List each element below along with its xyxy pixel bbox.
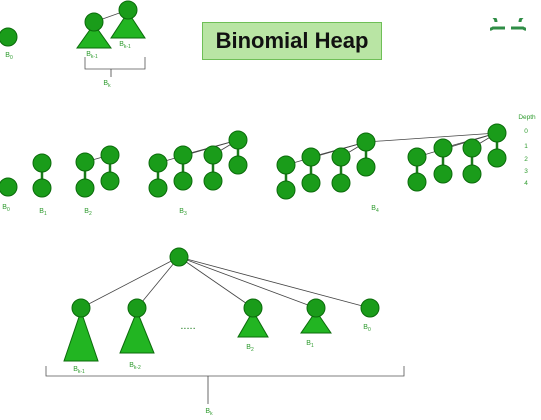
b4-node xyxy=(301,173,321,193)
b4-node xyxy=(331,173,351,193)
bk-root-edge xyxy=(80,256,180,309)
bk-2-child-root xyxy=(127,298,147,318)
depth-level-2: 2 xyxy=(524,156,528,163)
b4-node xyxy=(487,123,507,143)
b4-node xyxy=(301,147,321,167)
b0-tree-node xyxy=(0,177,18,197)
bk-root-edge xyxy=(136,256,180,309)
bk-root-edge xyxy=(178,256,254,309)
b2-subtree xyxy=(237,309,269,338)
bk-1-root-left xyxy=(84,12,104,32)
b3-tree-label: B3 xyxy=(179,208,187,217)
bottom-bk-label: Bk xyxy=(205,408,213,417)
b3-node xyxy=(148,153,168,173)
b3-node xyxy=(148,178,168,198)
b3-node xyxy=(173,145,193,165)
b2-root xyxy=(100,145,120,165)
gfg-logo-icon xyxy=(490,18,526,31)
b0-child-root xyxy=(360,298,380,318)
b1-subtree xyxy=(300,310,332,334)
b4-node xyxy=(407,147,427,167)
bk-1-label-left: Bk-1 xyxy=(86,51,98,60)
b1-tree-label: B1 xyxy=(39,208,47,217)
bk-label: Bk xyxy=(103,80,111,89)
bk-1-root-right xyxy=(118,0,138,20)
bk-bracket xyxy=(84,57,146,70)
b4-link-edge xyxy=(365,132,498,143)
b2-tree-label: B2 xyxy=(84,208,92,217)
ellipsis: ..... xyxy=(180,320,195,332)
bk-1-label-right: Bk-1 xyxy=(119,41,131,50)
bk-1-child-root xyxy=(71,298,91,318)
b3-node xyxy=(203,171,223,191)
b0-legend-label: B0 xyxy=(5,52,13,61)
bk-1-subtree xyxy=(63,309,99,362)
b4-node xyxy=(356,132,376,152)
page-title: Binomial Heap xyxy=(215,28,369,53)
depth-title: Depth xyxy=(518,114,536,121)
b4-node xyxy=(331,147,351,167)
depth-level-1: 1 xyxy=(524,143,528,150)
b1-root xyxy=(32,153,52,173)
b4-node xyxy=(276,155,296,175)
b2-node xyxy=(75,152,95,172)
bk-2-subtree xyxy=(119,309,155,354)
bk-root-node xyxy=(169,247,189,267)
bottom-bracket xyxy=(45,366,405,377)
b3-node xyxy=(228,130,248,150)
b4-node xyxy=(407,172,427,192)
bottom-label-bk-1: Bk-1 xyxy=(73,366,85,375)
b4-node xyxy=(462,138,482,158)
depth-level-3: 3 xyxy=(524,168,528,175)
bottom-label-b1: B1 xyxy=(306,340,314,349)
bk-1-triangle-left xyxy=(76,23,112,49)
depth-level-0: 0 xyxy=(524,128,528,135)
b3-node xyxy=(173,171,193,191)
b4-node xyxy=(433,138,453,158)
b0-tree-label: B0 xyxy=(2,204,10,213)
b2-node xyxy=(75,178,95,198)
b2-child-root xyxy=(243,298,263,318)
depth-level-4: 4 xyxy=(524,180,528,187)
b2-node xyxy=(100,171,120,191)
bottom-label-bk-2: Bk-2 xyxy=(129,362,141,371)
b0-node xyxy=(0,27,18,47)
bk-1-triangle-right xyxy=(110,11,146,39)
title-box: Binomial Heap xyxy=(202,22,382,60)
b4-node xyxy=(487,148,507,168)
b4-node xyxy=(433,164,453,184)
b4-node xyxy=(462,164,482,184)
bottom-label-b2: B2 xyxy=(246,344,254,353)
bk-root-edge xyxy=(178,256,371,309)
b3-node xyxy=(203,145,223,165)
bottom-label-b0: B0 xyxy=(363,324,371,333)
b1-child-root xyxy=(306,298,326,318)
b4-tree-label: B4 xyxy=(371,205,379,214)
b3-node xyxy=(228,155,248,175)
bk-root-edge xyxy=(178,256,317,309)
b1-child xyxy=(32,178,52,198)
b4-node xyxy=(276,180,296,200)
b4-node xyxy=(356,157,376,177)
